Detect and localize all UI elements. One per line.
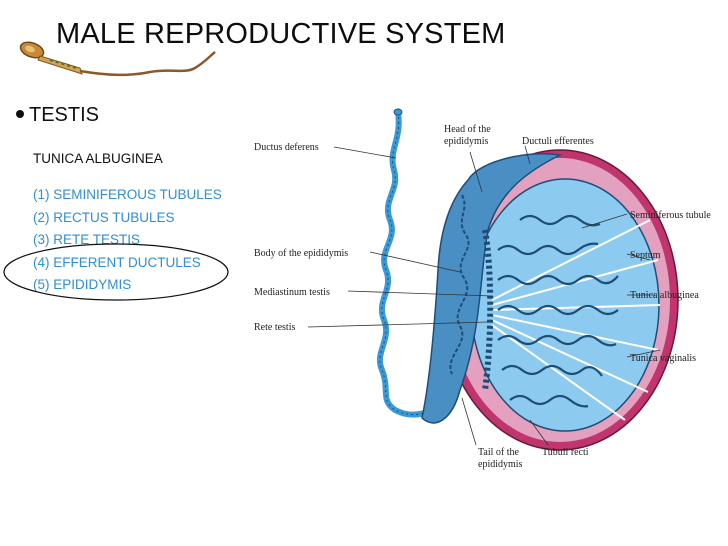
label-head-of-epididymis-1: Head of the: [444, 124, 491, 135]
label-tunica-vaginalis: Tunica vaginalis: [630, 353, 696, 364]
subheading: TUNICA ALBUGINEA: [33, 151, 163, 166]
list-item: (1) SEMINIFEROUS TUBULES: [33, 187, 222, 202]
label-rete-testis: Rete testis: [254, 322, 295, 333]
label-tubuli-recti: Tubuli recti: [542, 447, 589, 458]
label-tail-of-epididymis-1: Tail of the: [478, 447, 520, 458]
label-head-of-epididymis-2: epididymis: [444, 136, 489, 147]
label-mediastinum-testis: Mediastinum testis: [254, 287, 330, 298]
list-item: (2) RECTUS TUBULES: [33, 209, 175, 225]
highlight-ellipse: [3, 243, 229, 301]
list-item: (5) EPIDIDYMIS: [33, 277, 132, 293]
label-septum: Septum: [630, 250, 661, 261]
label-ductuli-efferentes: Ductuli efferentes: [522, 136, 594, 147]
label-tail-of-epididymis-2: epididymis: [478, 459, 523, 470]
epididymis-shape: [421, 152, 563, 424]
label-body-of-epididymis: Body of the epididymis: [254, 248, 348, 259]
label-tunica-albuginea: Tunica albuginea: [630, 290, 699, 301]
septa-group: [491, 219, 661, 421]
bullet-dot-icon: [16, 109, 24, 118]
seminiferous-tubules: [497, 214, 619, 408]
label-seminiferous-tubule: Seminiferous tubule: [630, 210, 711, 221]
bullet-testis: TESTIS: [16, 104, 99, 127]
sperm-icon: [19, 41, 216, 77]
label-ductus-deferens: Ductus deferens: [254, 142, 319, 153]
list-item: (4) EFFERENT DUCTULES: [33, 254, 201, 270]
bullet-text: TESTIS: [29, 104, 100, 126]
page-title: MALE REPRODUCTIVE SYSTEM: [56, 18, 506, 50]
testis-diagram: Ductus deferens Head of the epididymis D…: [254, 108, 711, 470]
